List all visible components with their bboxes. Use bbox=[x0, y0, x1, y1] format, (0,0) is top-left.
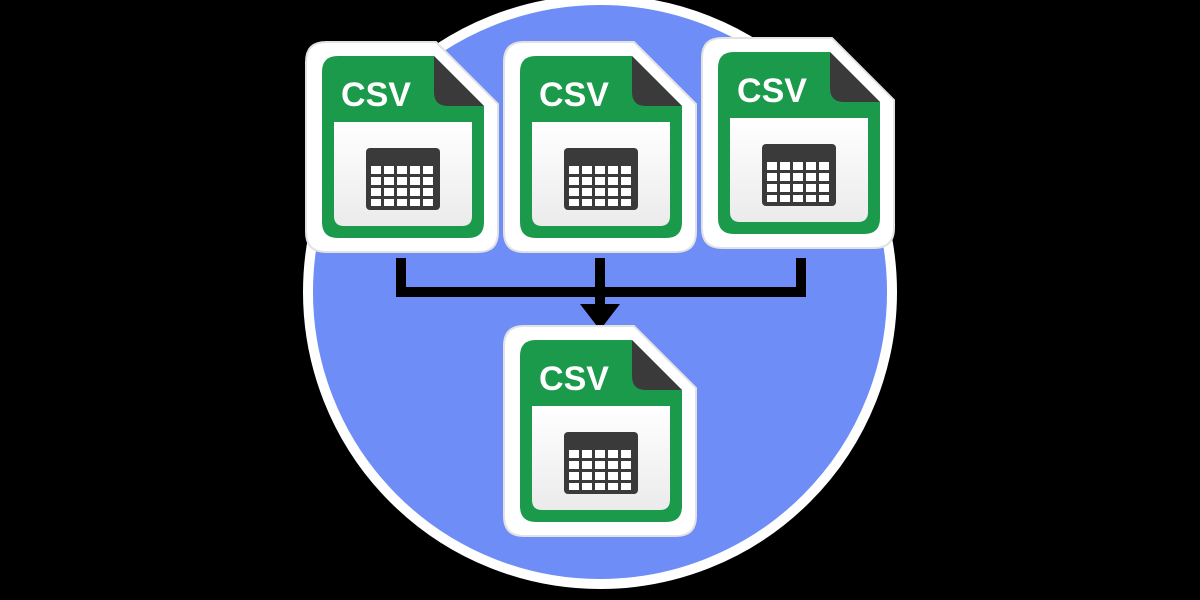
file-label: CSV bbox=[539, 76, 609, 114]
source-file-3: CSV bbox=[701, 37, 895, 249]
file-label: CSV bbox=[341, 76, 411, 114]
source-file-2: CSV bbox=[503, 41, 697, 253]
source-file-1: CSV bbox=[305, 41, 499, 253]
file-label: CSV bbox=[539, 360, 609, 398]
merge-connector bbox=[396, 258, 806, 330]
csv-file-icon bbox=[701, 37, 895, 249]
arrow-down-icon bbox=[580, 304, 620, 330]
file-label: CSV bbox=[737, 72, 807, 110]
merged-file: CSV bbox=[503, 325, 697, 537]
